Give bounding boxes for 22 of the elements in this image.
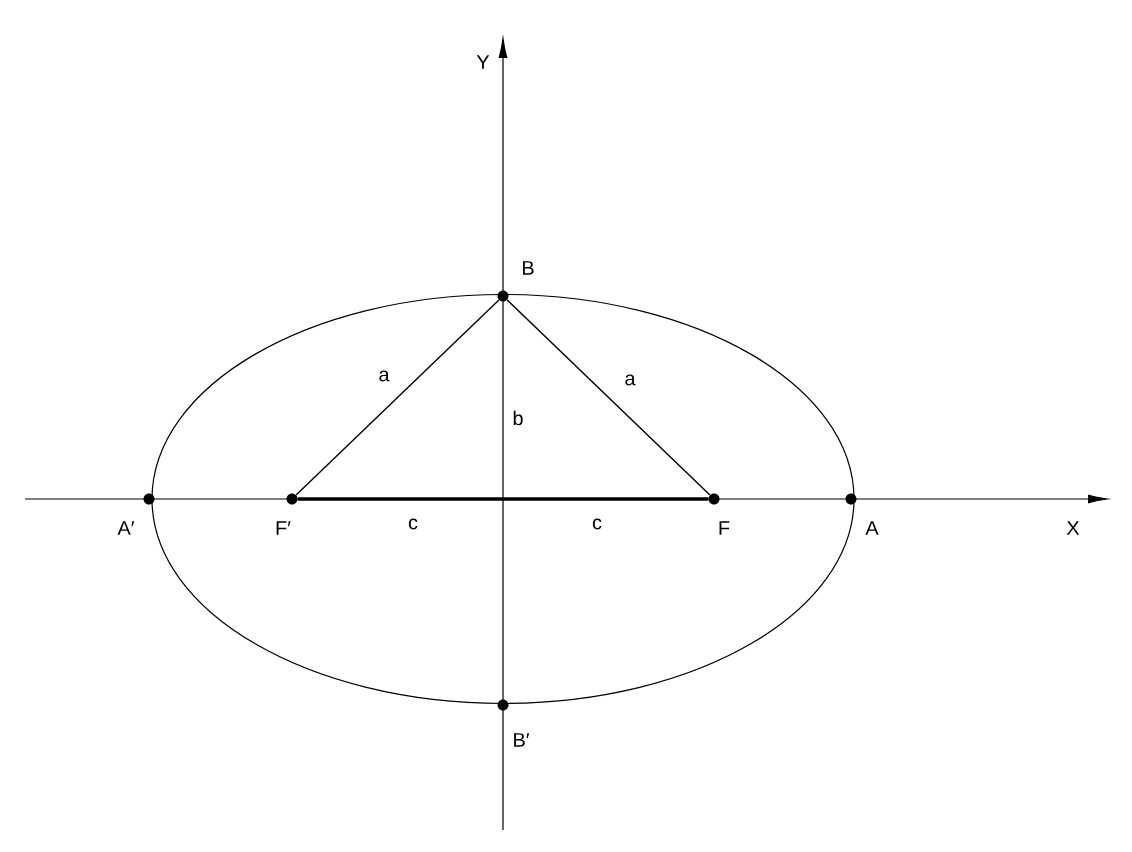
edge-label: a [623,373,637,387]
point [286,493,298,505]
point-label: A′ [117,521,135,535]
length-label: c [591,517,603,531]
point-label: F [719,521,730,535]
length-label: b [511,409,525,427]
line-segment [297,497,709,501]
point [143,493,155,505]
point-label: B [523,261,534,275]
edge-label: a [377,369,391,383]
point [708,493,720,505]
axis-label: X [1065,520,1081,536]
line-segment [506,299,711,496]
point-label: F′ [276,521,291,535]
point-label: A [865,521,879,535]
point [497,699,509,711]
point [497,290,509,302]
length-label: c [407,517,419,531]
point [845,493,857,505]
axis-label: Y [475,54,491,70]
point-label: B′ [514,733,530,747]
line-segment [295,299,500,496]
